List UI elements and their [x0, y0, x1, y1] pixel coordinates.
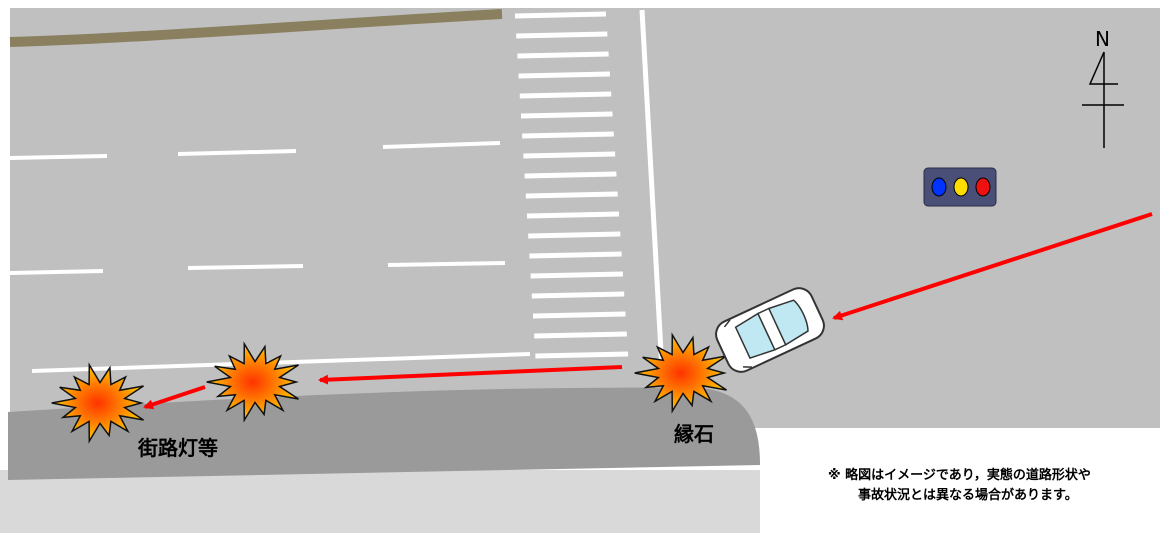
sidewalk: [8, 387, 760, 480]
impact-burst: [206, 341, 299, 423]
crosswalk-stripe: [523, 151, 616, 159]
lane-dash: [387, 261, 506, 267]
crosswalk-stripe: [514, 11, 607, 19]
lane-dash: [382, 141, 501, 149]
signal-blue-lamp: [931, 177, 947, 197]
streetlight-label: 街路灯等: [138, 436, 218, 460]
outer-ground: [0, 470, 760, 533]
crosswalk: [514, 11, 629, 359]
lane-dash: [9, 154, 108, 160]
crosswalk-stripe: [522, 131, 614, 139]
crosswalk-stripe: [516, 31, 608, 39]
impact-burst: [634, 332, 727, 414]
signal-red-lamp: [975, 177, 991, 197]
lane-dash: [177, 149, 297, 156]
lane-dash: [187, 264, 304, 270]
car-windshield: [767, 299, 809, 346]
traffic-signal: [923, 167, 997, 207]
crosswalk-stripe: [526, 211, 620, 219]
crosswalk-stripe: [517, 51, 609, 59]
crosswalk-stripe: [518, 71, 610, 79]
crosswalk-stripe: [519, 91, 612, 99]
approach-arrow: [832, 212, 1153, 321]
crosswalk-stripe: [524, 171, 617, 179]
crosswalk-stripe: [528, 231, 621, 239]
disclaimer-line-1: ※ 略図はイメージであり，実態の道路形状や: [828, 468, 1091, 483]
north-compass: N: [1082, 27, 1124, 148]
disclaimer-line-2: 事故状況とは異なる場合があります。: [858, 488, 1078, 503]
car: [715, 287, 825, 373]
compass-letter: N: [1095, 27, 1110, 51]
crosswalk-stripe: [520, 111, 613, 119]
crosswalk-stripe: [525, 191, 618, 199]
edge-line: [31, 352, 531, 373]
stop-line: [639, 9, 665, 371]
impact-bursts: [51, 332, 727, 444]
final-arrow: [143, 385, 206, 410]
curb-label: 縁石: [674, 422, 714, 446]
crosswalk-stripe: [534, 331, 627, 339]
crosswalk-stripe: [535, 351, 629, 359]
crosswalk-stripe: [531, 291, 625, 299]
crosswalk-stripe: [529, 251, 622, 259]
impact-burst: [51, 362, 144, 444]
compass-arrowhead: [1088, 51, 1118, 85]
crosswalk-stripe: [532, 311, 626, 319]
lane-markings: [9, 141, 531, 373]
lane-dash: [9, 269, 104, 275]
path-arrow: [318, 365, 623, 385]
signal-yellow-lamp: [953, 177, 969, 197]
median-strip: [9, 9, 503, 47]
trajectory-arrows: [143, 212, 1153, 410]
crosswalk-stripe: [530, 271, 623, 279]
disclaimer-note: ※ 略図はイメージであり，実態の道路形状や 事故状況とは異なる場合があります。: [828, 466, 1158, 506]
road-surface: [10, 8, 1160, 428]
